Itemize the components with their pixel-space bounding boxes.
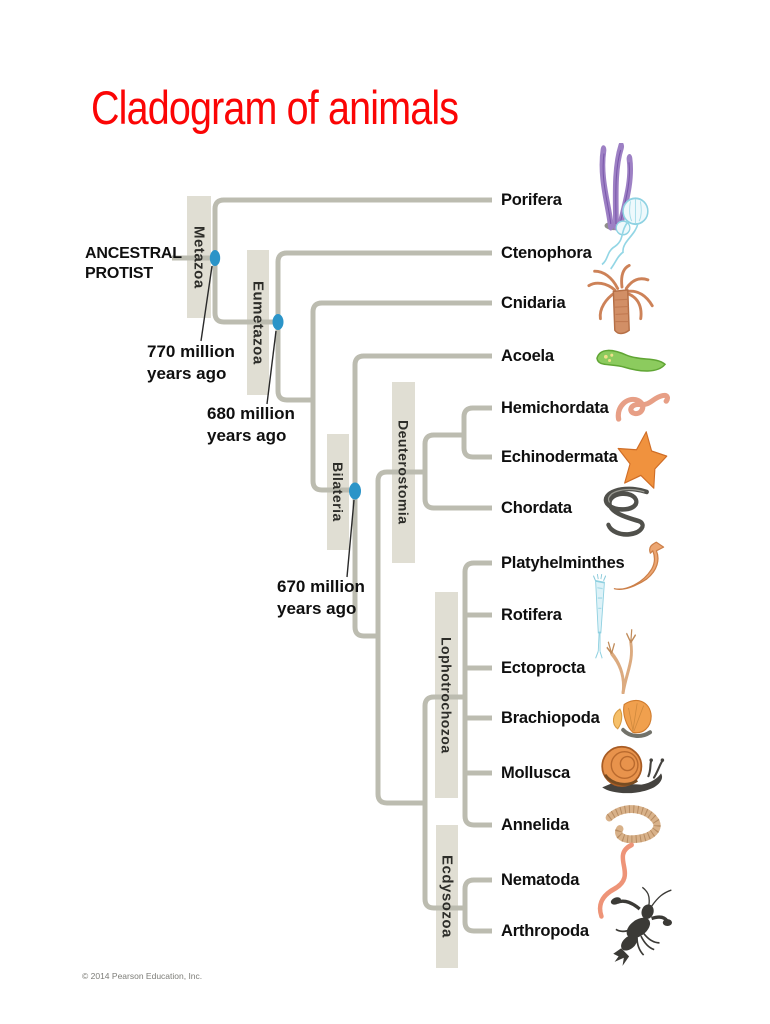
clade-label-bilateria: Bilateria — [330, 462, 346, 522]
clade-label-ecdysozoa: Ecdysozoa — [438, 855, 456, 938]
sea-star-icon — [616, 428, 670, 492]
annotation-670mya-line1: 670 million — [277, 577, 365, 596]
comb-jelly-icon — [597, 196, 659, 272]
taxon-label-mollusca: Mollusca — [501, 764, 571, 782]
taxon-label-nematoda: Nematoda — [501, 871, 580, 889]
taxon-label-brachiopoda: Brachiopoda — [501, 709, 600, 727]
acorn-worm-icon — [614, 390, 672, 432]
taxon-label-porifera: Porifera — [501, 191, 562, 209]
taxon-label-ctenophora: Ctenophora — [501, 244, 592, 262]
taxon-label-platyhelminthes: Platyhelminthes — [501, 554, 625, 572]
node-dots — [209, 250, 361, 500]
eel-icon — [594, 484, 654, 550]
lamp-shell-icon — [608, 694, 662, 752]
root-label-line2: PROTIST — [85, 265, 153, 282]
taxon-label-ectoprocta: Ectoprocta — [501, 659, 586, 677]
annotation-680mya-line2: years ago — [207, 426, 287, 445]
taxon-label-hemichordata: Hemichordata — [501, 399, 609, 417]
metazoa-node-dot — [209, 250, 221, 266]
sea-anemone-icon — [586, 264, 658, 336]
slide-title: Cladogram of animals — [91, 81, 459, 134]
taxon-label-annelida: Annelida — [501, 816, 570, 834]
root-label: ANCESTRAL PROTIST — [85, 244, 182, 284]
annotation-connectors — [200, 265, 355, 578]
clade-label-eumetazoa: Eumetazoa — [249, 280, 267, 365]
annotation-670mya: 670 million years ago — [277, 576, 365, 620]
annotation-680mya-line1: 680 million — [207, 404, 295, 423]
clade-box-ecdysozoa — [436, 825, 458, 968]
taxon-label-cnidaria: Cnidaria — [501, 294, 566, 312]
annotation-770mya: 770 million years ago — [147, 341, 235, 385]
taxon-label-rotifera: Rotifera — [501, 606, 562, 624]
annotation-680mya: 680 million years ago — [207, 403, 295, 447]
taxon-label-echinodermata: Echinodermata — [501, 448, 618, 466]
taxon-label-chordata: Chordata — [501, 499, 572, 517]
clade-label-deuterostomia: Deuterostomia — [395, 420, 412, 525]
rotifer-icon — [578, 573, 622, 660]
roundworm-icon — [588, 840, 644, 920]
snail-icon — [598, 744, 668, 800]
annotation-770mya-line1: 770 million — [147, 342, 235, 361]
bryozoan-icon — [602, 616, 650, 695]
root-label-line1: ANCESTRAL — [85, 245, 182, 262]
annotation-670mya-line2: years ago — [277, 599, 357, 618]
clade-label-metazoa: Metazoa — [190, 225, 208, 289]
taxon-label-acoela: Acoela — [501, 347, 554, 365]
lobster-icon — [608, 886, 674, 974]
sponge-icon — [591, 141, 643, 231]
flatworm-icon — [612, 541, 672, 593]
eumetazoa-node-dot — [272, 314, 284, 330]
green-flatworm-icon — [594, 340, 668, 378]
copyright-text: © 2014 Pearson Education, Inc. — [82, 971, 203, 981]
cladogram-branches — [172, 197, 492, 934]
annotation-770mya-line2: years ago — [147, 364, 227, 383]
segmented-worm-icon — [604, 799, 670, 849]
bilateria-node-dot — [349, 482, 361, 500]
clade-label-lophotrochozoa: Lophotrochozoa — [438, 636, 455, 754]
taxon-label-arthropoda: Arthropoda — [501, 922, 589, 940]
